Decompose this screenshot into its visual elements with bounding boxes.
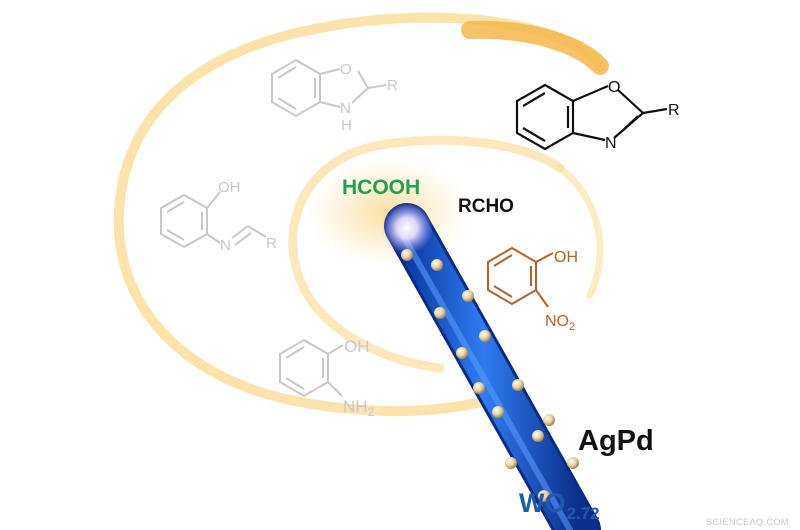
agpd-nanoparticle [401,249,413,261]
product-r-group: R [668,102,680,119]
support-label-subscript: 2.72 [566,504,600,523]
imine-n-atom: N [220,237,231,254]
imine-oh-group: OH [218,179,241,196]
support-label-base: WO [519,488,566,518]
aminophenol-nh2-group: NH2 [343,397,375,419]
nanowire-glowing-tip [381,202,433,254]
agpd-nanoparticle [462,290,474,302]
benzoxazole-product-molecule [515,83,668,151]
aldehyde-label: RCHO [458,196,514,217]
nitrophenol-no2-group: NO2 [545,313,575,333]
imine-r-group: R [266,235,277,252]
agpd-nanoparticle [532,430,544,442]
benzoxazoline-n-atom: N [340,100,351,117]
agpd-nanoparticle [538,490,550,502]
agpd-nanoparticle [567,457,579,469]
watermark: SCIENCEAQ.COM [706,517,790,527]
product-n-atom: N [605,135,617,152]
agpd-nanoparticle [431,259,443,271]
catalyst-label: AgPd [578,425,654,457]
agpd-nanoparticle [456,347,468,359]
formic-acid-label: HCOOH [342,176,421,199]
benzoxazoline-r-group: R [387,77,398,94]
nitrophenol-reactant-molecule [487,246,554,308]
aminophenol-oh-group: OH [344,337,370,356]
wo-nanowire [381,202,601,530]
agpd-nanoparticle [492,406,504,418]
support-label: WO2.72 [519,488,600,523]
aminophenol-molecule [279,338,344,398]
nitrophenol-oh-group: OH [554,249,578,266]
agpd-nanoparticle [479,330,491,342]
agpd-nanoparticle [543,414,555,426]
agpd-nanoparticles [401,249,579,502]
agpd-nanoparticle [434,307,446,319]
benzoxazoline-o-atom: O [340,61,352,78]
imine-intermediate-molecule [160,191,267,249]
product-o-atom: O [608,79,620,96]
benzoxazoline-intermediate-molecule [271,58,387,118]
benzoxazoline-h-atom: H [341,117,352,134]
agpd-nanoparticle [505,457,517,469]
agpd-nanoparticle [512,379,524,391]
agpd-nanoparticle [473,382,485,394]
